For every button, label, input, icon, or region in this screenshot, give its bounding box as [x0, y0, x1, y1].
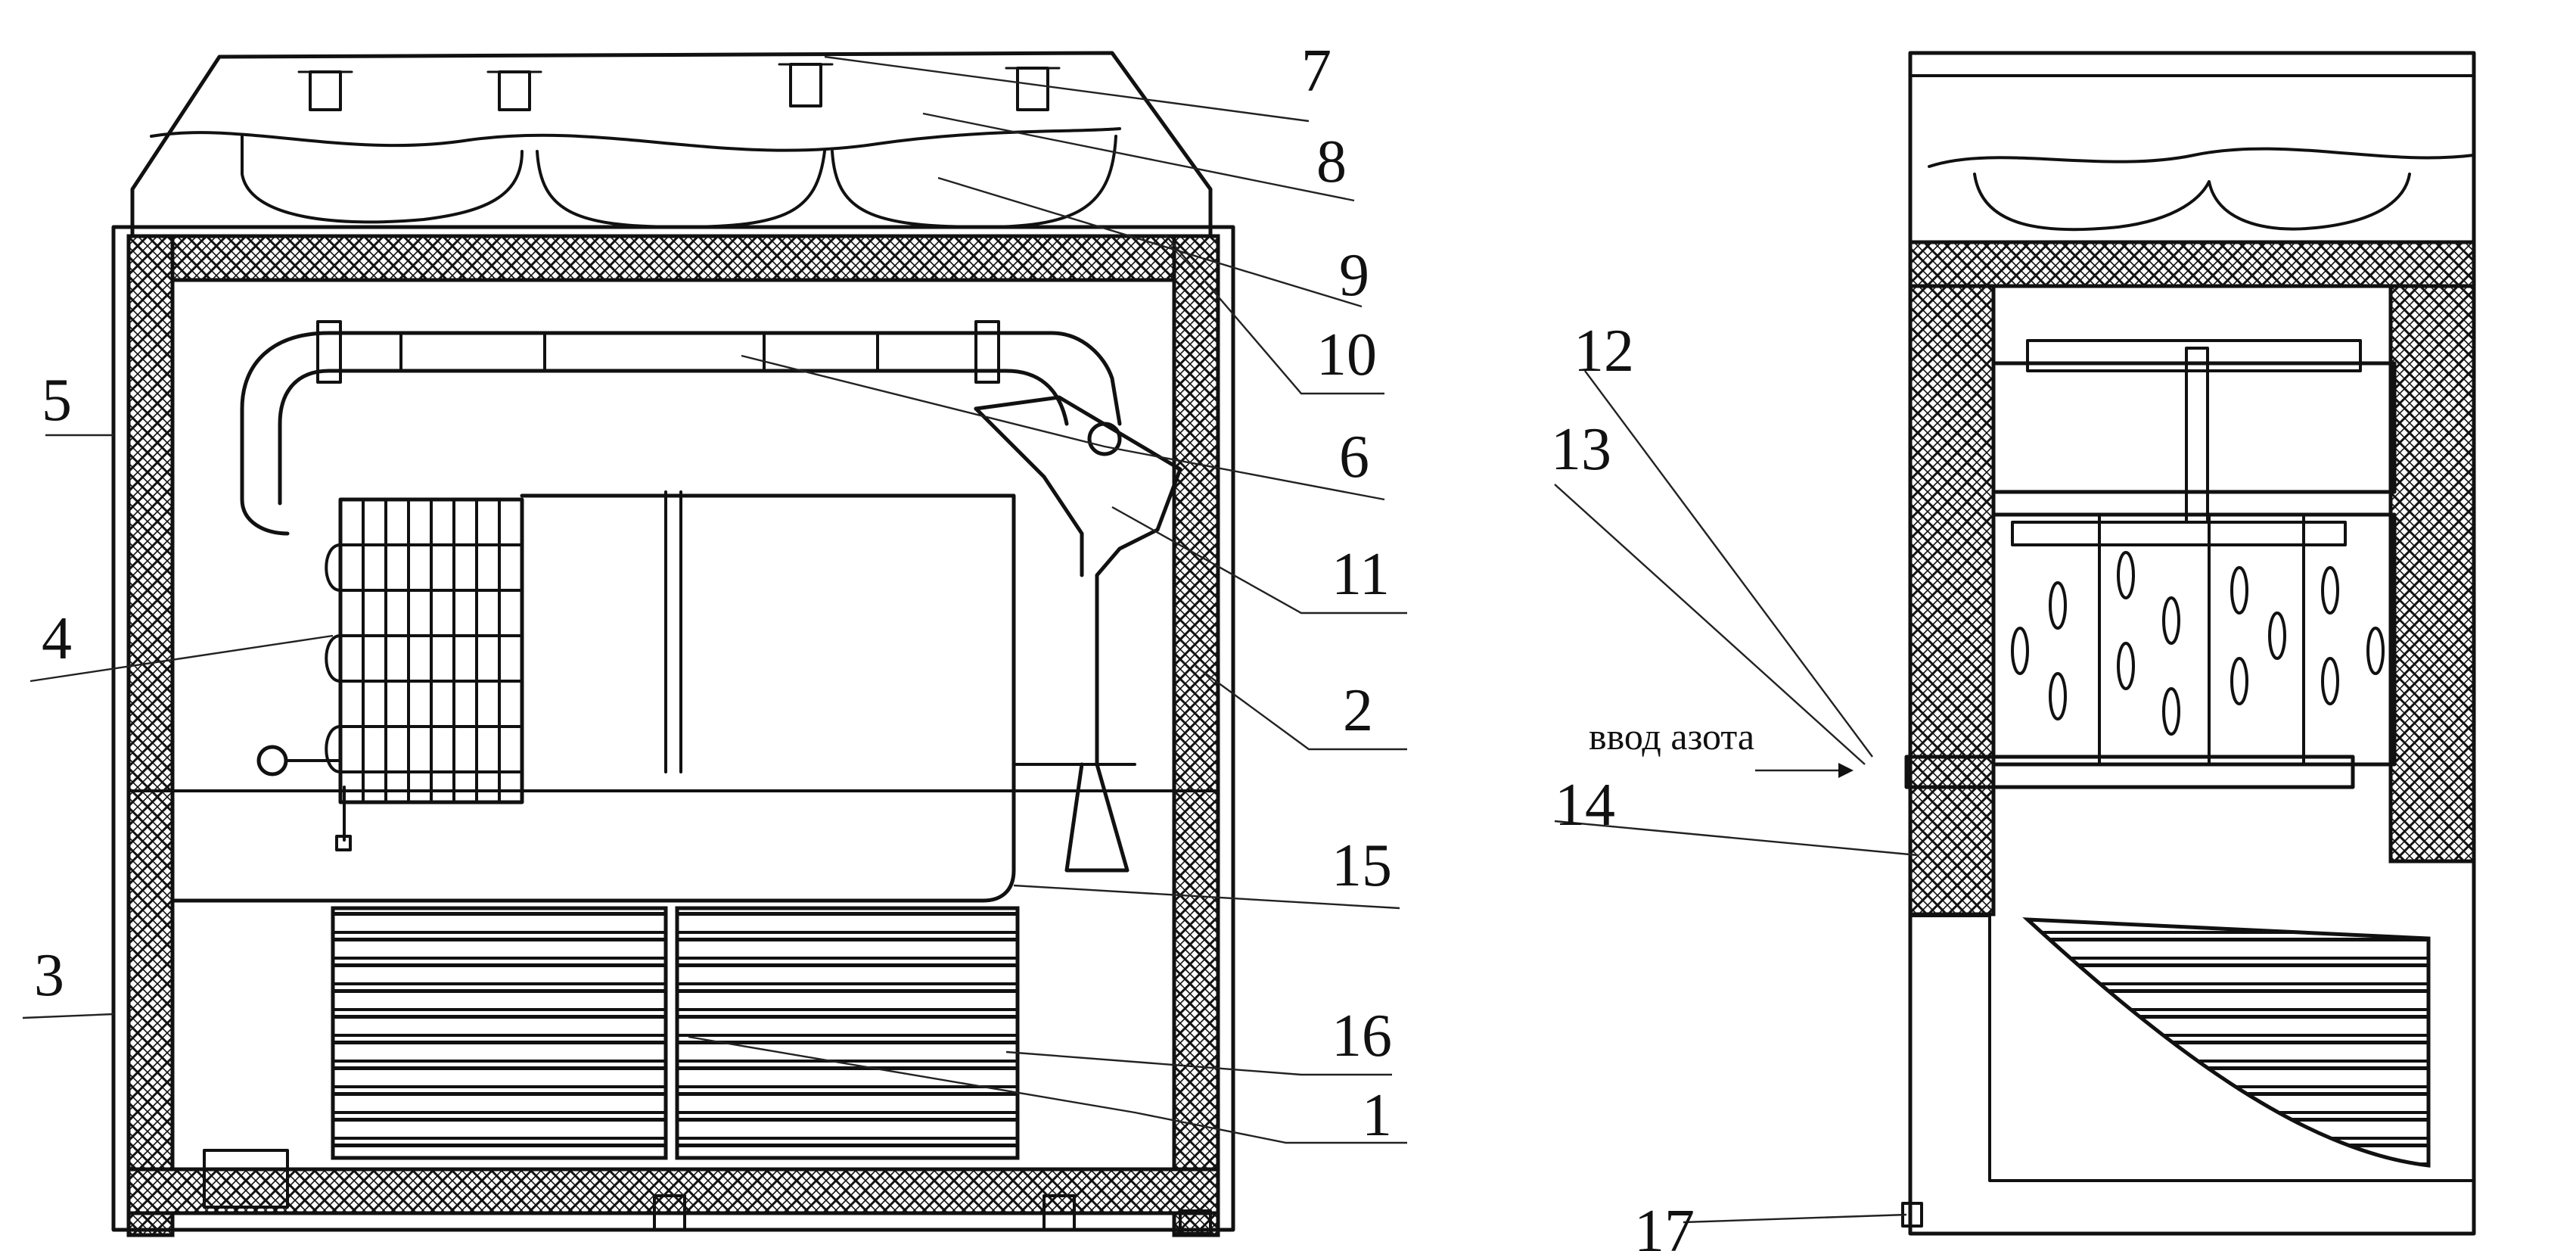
coil-heat-exchanger: [256, 497, 524, 851]
side-liquid-line: [1928, 147, 2475, 168]
thermometer-probe: [664, 490, 682, 773]
pipe-manifold: [240, 320, 1182, 873]
gas-tank-left: [241, 135, 524, 224]
gas-tank-center: [536, 150, 826, 229]
side-tube-slots: [2011, 551, 2385, 736]
nitrogen-arrow-icon: [1838, 763, 1854, 778]
callout-12: 12: [1574, 318, 1634, 384]
callout-14: 14: [1555, 772, 1615, 839]
callout-2: 2: [1343, 677, 1373, 744]
callout-6: 6: [1339, 424, 1369, 490]
front-section-view: [22, 51, 1407, 1237]
insulated-casing: [111, 225, 1235, 1237]
nitrogen-inlet-label: ввод азота: [1589, 715, 1754, 758]
liquid-surface-line: [150, 127, 1121, 152]
side-gas-tanks: [1973, 173, 2411, 232]
leader-lines-right: [1554, 370, 1919, 1224]
top-cover: [130, 51, 1213, 238]
tube-battery: [331, 906, 1020, 1160]
callout-5: 5: [42, 367, 72, 434]
top-connectors: [297, 63, 1061, 111]
callout-9: 9: [1339, 242, 1369, 309]
side-tube-block: [1904, 339, 2397, 789]
callout-labels: 7 8 9 10 6 11 2 15 16 1 5 4 3 12 13 14 1…: [34, 38, 1754, 1251]
callout-17: 17: [1634, 1198, 1695, 1251]
support-feet: [203, 1149, 1212, 1235]
callout-3: 3: [34, 942, 64, 1009]
callout-1: 1: [1362, 1082, 1392, 1149]
callout-13: 13: [1551, 416, 1611, 483]
callout-7: 7: [1301, 38, 1332, 104]
chamber-outline: [172, 493, 1016, 903]
callout-4: 4: [42, 605, 72, 672]
callout-16: 16: [1332, 1003, 1392, 1069]
gas-tank-right: [831, 135, 1117, 229]
side-tube-battery: [2022, 917, 2431, 1168]
callout-8: 8: [1316, 129, 1347, 195]
callout-11: 11: [1332, 541, 1390, 608]
side-section-view: [1554, 51, 2476, 1236]
callout-10: 10: [1316, 322, 1377, 388]
leader-lines-left: [22, 55, 1407, 1144]
side-insulation: [1908, 240, 2476, 1182]
callout-15: 15: [1332, 832, 1392, 899]
